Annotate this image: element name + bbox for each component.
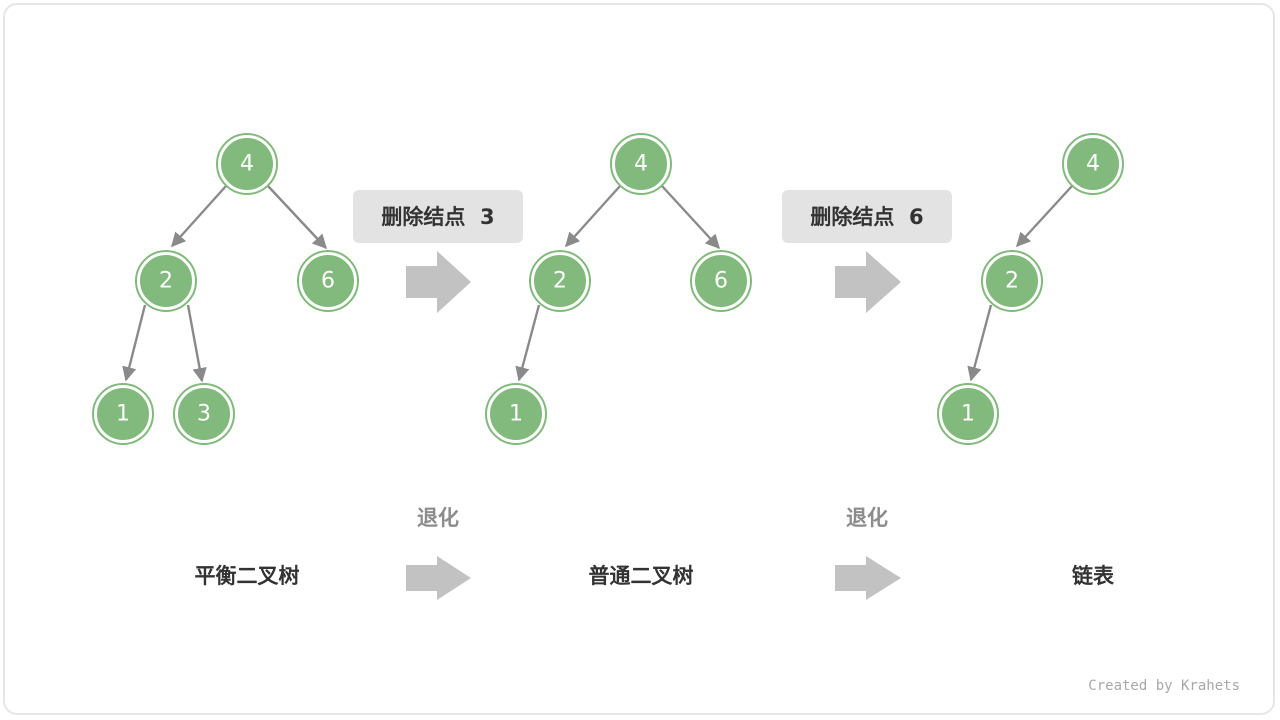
node-value: 4 <box>1086 152 1100 177</box>
node-value: 1 <box>116 402 130 427</box>
diagram-frame <box>3 3 1275 715</box>
tree-type-label: 普通二叉树 <box>589 564 694 588</box>
node-value: 1 <box>961 402 975 427</box>
operation-delete-6: 删除结点 6 <box>782 190 952 313</box>
operation-label-box <box>782 190 952 243</box>
arrow-icon <box>835 251 901 313</box>
node-value: 2 <box>159 269 173 294</box>
edge-2-1 <box>515 304 541 382</box>
node-value: 4 <box>240 152 254 177</box>
tree-node: 2 <box>135 250 197 312</box>
arrow-icon <box>406 251 471 313</box>
node-value: 1 <box>509 402 523 427</box>
tree-node: 2 <box>981 250 1043 312</box>
operation-label: 删除结点 6 <box>810 205 923 229</box>
arrow-icon <box>406 556 471 600</box>
arrow-icon <box>835 556 901 600</box>
tree-node: 3 <box>173 383 235 445</box>
tree-node: 2 <box>529 250 591 312</box>
edge-4-6 <box>661 185 720 250</box>
tree-node: 6 <box>690 250 752 312</box>
operation-delete-3: 删除结点 3 <box>353 190 523 313</box>
tree-node: 4 <box>610 133 672 195</box>
tree-node: 1 <box>92 383 154 445</box>
tree-node: 1 <box>937 383 999 445</box>
transition-label: 退化 <box>417 506 459 530</box>
node-value: 3 <box>197 402 211 427</box>
edge-2-1 <box>122 304 147 382</box>
operation-label: 删除结点 3 <box>381 205 494 229</box>
tree-node: 6 <box>297 250 359 312</box>
edge-2-3 <box>186 304 207 383</box>
tree-ordinary: 4 2 6 1 <box>485 133 752 445</box>
node-value: 4 <box>634 152 648 177</box>
edge-4-2 <box>171 185 227 248</box>
tree-node: 1 <box>485 383 547 445</box>
edge-4-2 <box>1016 185 1073 248</box>
tree-node: 4 <box>1062 133 1124 195</box>
tree-balanced: 4 2 6 1 3 <box>92 133 359 445</box>
transition-label: 退化 <box>846 506 888 530</box>
node-value: 2 <box>553 269 567 294</box>
operation-label-box <box>353 190 523 243</box>
edge-4-6 <box>267 185 327 250</box>
tree-type-label: 平衡二叉树 <box>195 564 300 588</box>
node-value: 2 <box>1005 269 1019 294</box>
credit-text: Created by Krahets <box>1088 678 1240 694</box>
tree-linked-list: 4 2 1 <box>937 133 1124 445</box>
node-value: 6 <box>714 269 728 294</box>
edge-2-1 <box>967 304 993 382</box>
node-value: 6 <box>321 269 335 294</box>
tree-type-label: 链表 <box>1072 564 1115 588</box>
edge-4-2 <box>565 185 621 248</box>
bottom-labels: 平衡二叉树 退化 普通二叉树 退化 链表 <box>195 506 1115 600</box>
tree-node: 4 <box>216 133 278 195</box>
